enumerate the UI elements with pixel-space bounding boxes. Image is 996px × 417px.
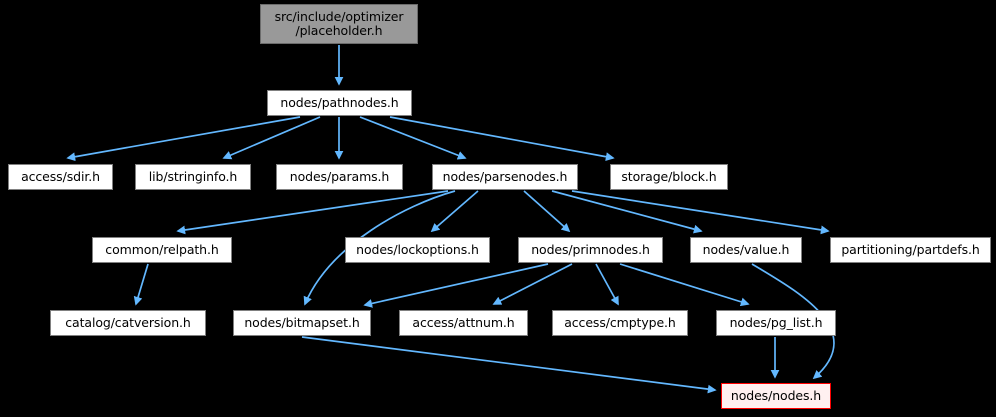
graph-node-pathnodes[interactable]: nodes/pathnodes.h — [267, 90, 412, 116]
graph-node-lockoptions[interactable]: nodes/lockoptions.h — [345, 237, 490, 263]
graph-node-attnum[interactable]: access/attnum.h — [399, 310, 528, 336]
graph-node-parsenodes[interactable]: nodes/parsenodes.h — [432, 164, 578, 190]
graph-node-label-value: nodes/value.h — [702, 242, 790, 257]
graph-node-value[interactable]: nodes/value.h — [690, 237, 802, 263]
graph-node-label-pg_list: nodes/pg_list.h — [729, 315, 823, 330]
graph-node-label-attnum: access/attnum.h — [412, 315, 515, 330]
graph-node-label-params: nodes/params.h — [289, 169, 390, 184]
graph-edge-primnodes-to-bitmapset — [363, 263, 549, 308]
graph-node-catversion[interactable]: catalog/catversion.h — [50, 310, 206, 336]
graph-node-label-sdir: access/sdir.h — [21, 169, 100, 184]
graph-node-primnodes[interactable]: nodes/primnodes.h — [518, 237, 663, 263]
graph-node-block[interactable]: storage/block.h — [610, 164, 728, 190]
graph-edge-parsenodes-to-value — [551, 190, 703, 234]
graph-edge-primnodes-to-pg_list — [619, 263, 750, 307]
edge-group — [66, 45, 835, 394]
graph-edge-parsenodes-to-bitmapset — [303, 190, 456, 306]
graph-edge-parsenodes-to-lockoptions — [430, 190, 479, 233]
graph-node-stringinfo[interactable]: lib/stringinfo.h — [135, 164, 251, 190]
graph-edge-pathnodes-to-parsenodes — [359, 116, 467, 160]
graph-edge-parsenodes-to-primnodes — [523, 190, 571, 233]
graph-edge-parsenodes-to-partdefs — [571, 190, 830, 235]
graph-node-label-relpath: common/relpath.h — [105, 242, 219, 257]
graph-node-params[interactable]: nodes/params.h — [276, 164, 403, 190]
graph-node-label-parsenodes: nodes/parsenodes.h — [442, 169, 568, 184]
graph-node-label-cmptype: access/cmptype.h — [564, 315, 676, 330]
graph-node-cmptype[interactable]: access/cmptype.h — [552, 310, 688, 336]
graph-edge-parsenodes-to-relpath — [176, 190, 449, 235]
graph-node-label-nodes: nodes/nodes.h — [730, 388, 822, 403]
graph-node-bitmapset[interactable]: nodes/bitmapset.h — [233, 310, 371, 336]
graph-node-label-pathnodes: nodes/pathnodes.h — [280, 95, 399, 110]
graph-edge-primnodes-to-attnum — [492, 263, 573, 305]
graph-node-label-bitmapset: nodes/bitmapset.h — [244, 315, 360, 330]
graph-node-label-catversion: catalog/catversion.h — [65, 315, 191, 330]
graph-node-nodes[interactable]: nodes/nodes.h — [721, 383, 831, 409]
graph-node-label-block: storage/block.h — [621, 169, 717, 184]
graph-edge-primnodes-to-cmptype — [595, 263, 619, 306]
graph-node-label-partdefs: partitioning/partdefs.h — [841, 242, 980, 257]
graph-node-pg_list[interactable]: nodes/pg_list.h — [716, 310, 836, 336]
graph-node-placeholder[interactable]: src/include/optimizer /placeholder.h — [260, 4, 418, 44]
graph-node-label-stringinfo: lib/stringinfo.h — [148, 169, 238, 184]
graph-edge-pathnodes-to-block — [389, 116, 615, 162]
graph-node-label-placeholder: src/include/optimizer /placeholder.h — [274, 9, 404, 38]
graph-edge-pathnodes-to-sdir — [66, 116, 301, 162]
graph-node-relpath[interactable]: common/relpath.h — [92, 237, 232, 263]
graph-node-label-lockoptions: nodes/lockoptions.h — [356, 242, 479, 257]
graph-node-sdir[interactable]: access/sdir.h — [8, 164, 113, 190]
graph-node-partdefs[interactable]: partitioning/partdefs.h — [830, 237, 991, 263]
graph-edge-relpath-to-catversion — [133, 263, 149, 306]
graph-edge-pathnodes-to-stringinfo — [222, 116, 321, 160]
graph-node-label-primnodes: nodes/primnodes.h — [531, 242, 650, 257]
graph-edge-bitmapset-to-nodes — [301, 336, 717, 394]
